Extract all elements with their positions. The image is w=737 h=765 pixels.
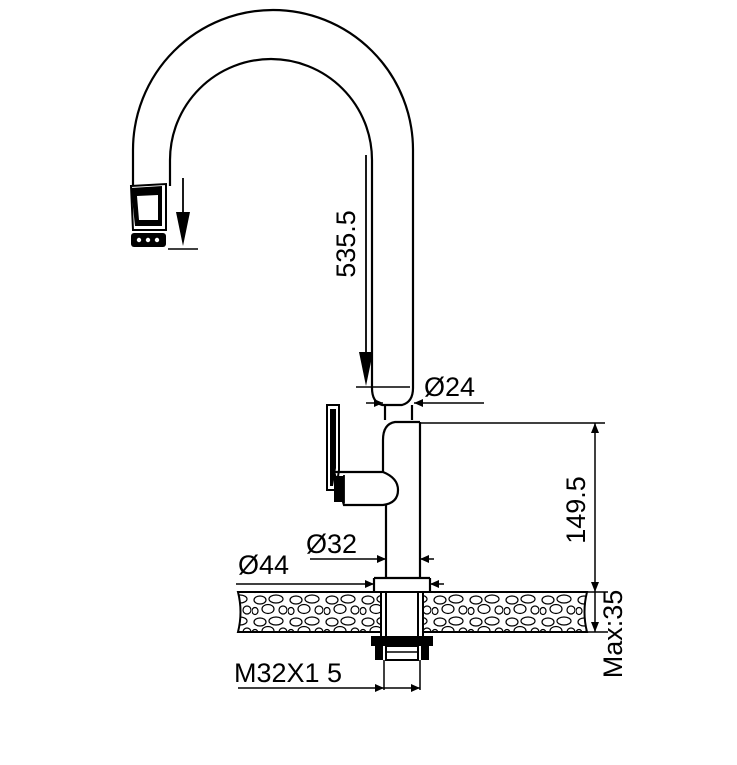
thread-dimension: M32X1 5 bbox=[234, 658, 420, 692]
spout-diameter-label: Ø24 bbox=[424, 372, 475, 402]
thread-label: M32X1 5 bbox=[234, 658, 342, 688]
body-diameter-label: Ø32 bbox=[306, 529, 357, 559]
counter-thickness-dimension: Max:35 bbox=[587, 590, 628, 679]
flow-arrow bbox=[168, 178, 198, 250]
base-diameter-dimension: Ø44 bbox=[236, 550, 444, 593]
body-height-dimension: 149.5 bbox=[420, 422, 605, 592]
spout-diameter-dimension: Ø24 bbox=[366, 372, 484, 407]
countertop-section bbox=[236, 591, 589, 633]
lever-handle bbox=[326, 404, 400, 507]
spout-height-dimension: 535.5 bbox=[331, 155, 410, 388]
counter-thickness-label: Max:35 bbox=[598, 590, 628, 679]
mounting-shank bbox=[371, 591, 433, 690]
spout-collar bbox=[370, 387, 415, 420]
body-diameter-dimension: Ø32 bbox=[306, 529, 434, 563]
gooseneck-spout bbox=[131, 8, 415, 388]
spray-head bbox=[129, 182, 167, 247]
body-height-label: 149.5 bbox=[561, 476, 591, 544]
faucet-body bbox=[381, 420, 422, 578]
base-diameter-label: Ø44 bbox=[238, 550, 289, 580]
spout-height-label: 535.5 bbox=[331, 210, 361, 278]
